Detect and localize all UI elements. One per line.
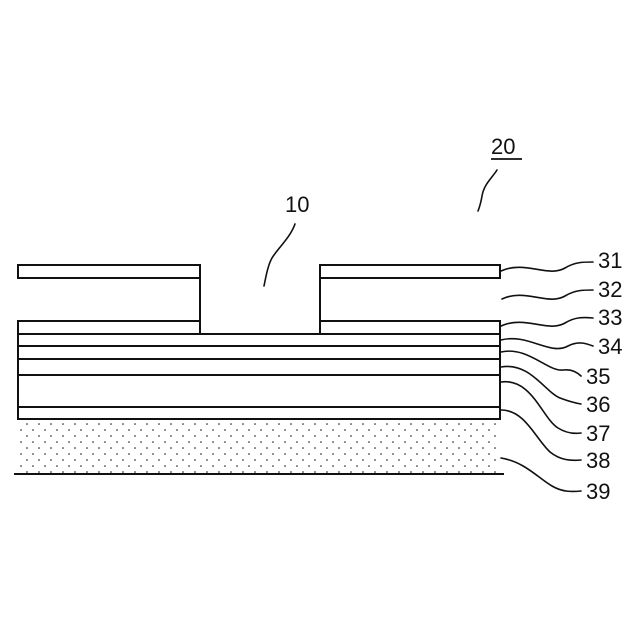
svg-text:35: 35 [586, 364, 610, 389]
layer-33-lower-film [18, 321, 500, 334]
opening-label-10: 10 [264, 192, 309, 286]
svg-text:33: 33 [598, 305, 622, 330]
layer-36 [18, 359, 500, 375]
layer-label-35: 35 [501, 351, 610, 389]
svg-text:34: 34 [598, 334, 622, 359]
layer-39-substrate [14, 419, 504, 474]
layer-32-spacer [200, 278, 320, 334]
layer-label-33: 33 [501, 305, 622, 330]
svg-text:20: 20 [491, 134, 515, 159]
layer-label-31: 31 [501, 248, 622, 273]
layer-34 [18, 334, 500, 346]
layer-label-32: 32 [502, 277, 622, 302]
svg-text:37: 37 [586, 421, 610, 446]
svg-text:32: 32 [598, 277, 622, 302]
device-label-20: 20 [478, 134, 522, 211]
layer-35 [18, 346, 500, 359]
layer-38 [18, 407, 500, 419]
layer-label-34: 34 [501, 334, 622, 359]
svg-text:36: 36 [586, 392, 610, 417]
svg-text:10: 10 [285, 192, 309, 217]
layer-37 [18, 375, 500, 407]
svg-text:38: 38 [586, 448, 610, 473]
svg-text:31: 31 [598, 248, 622, 273]
svg-text:39: 39 [586, 479, 610, 504]
layer-31-top-film [18, 265, 500, 278]
